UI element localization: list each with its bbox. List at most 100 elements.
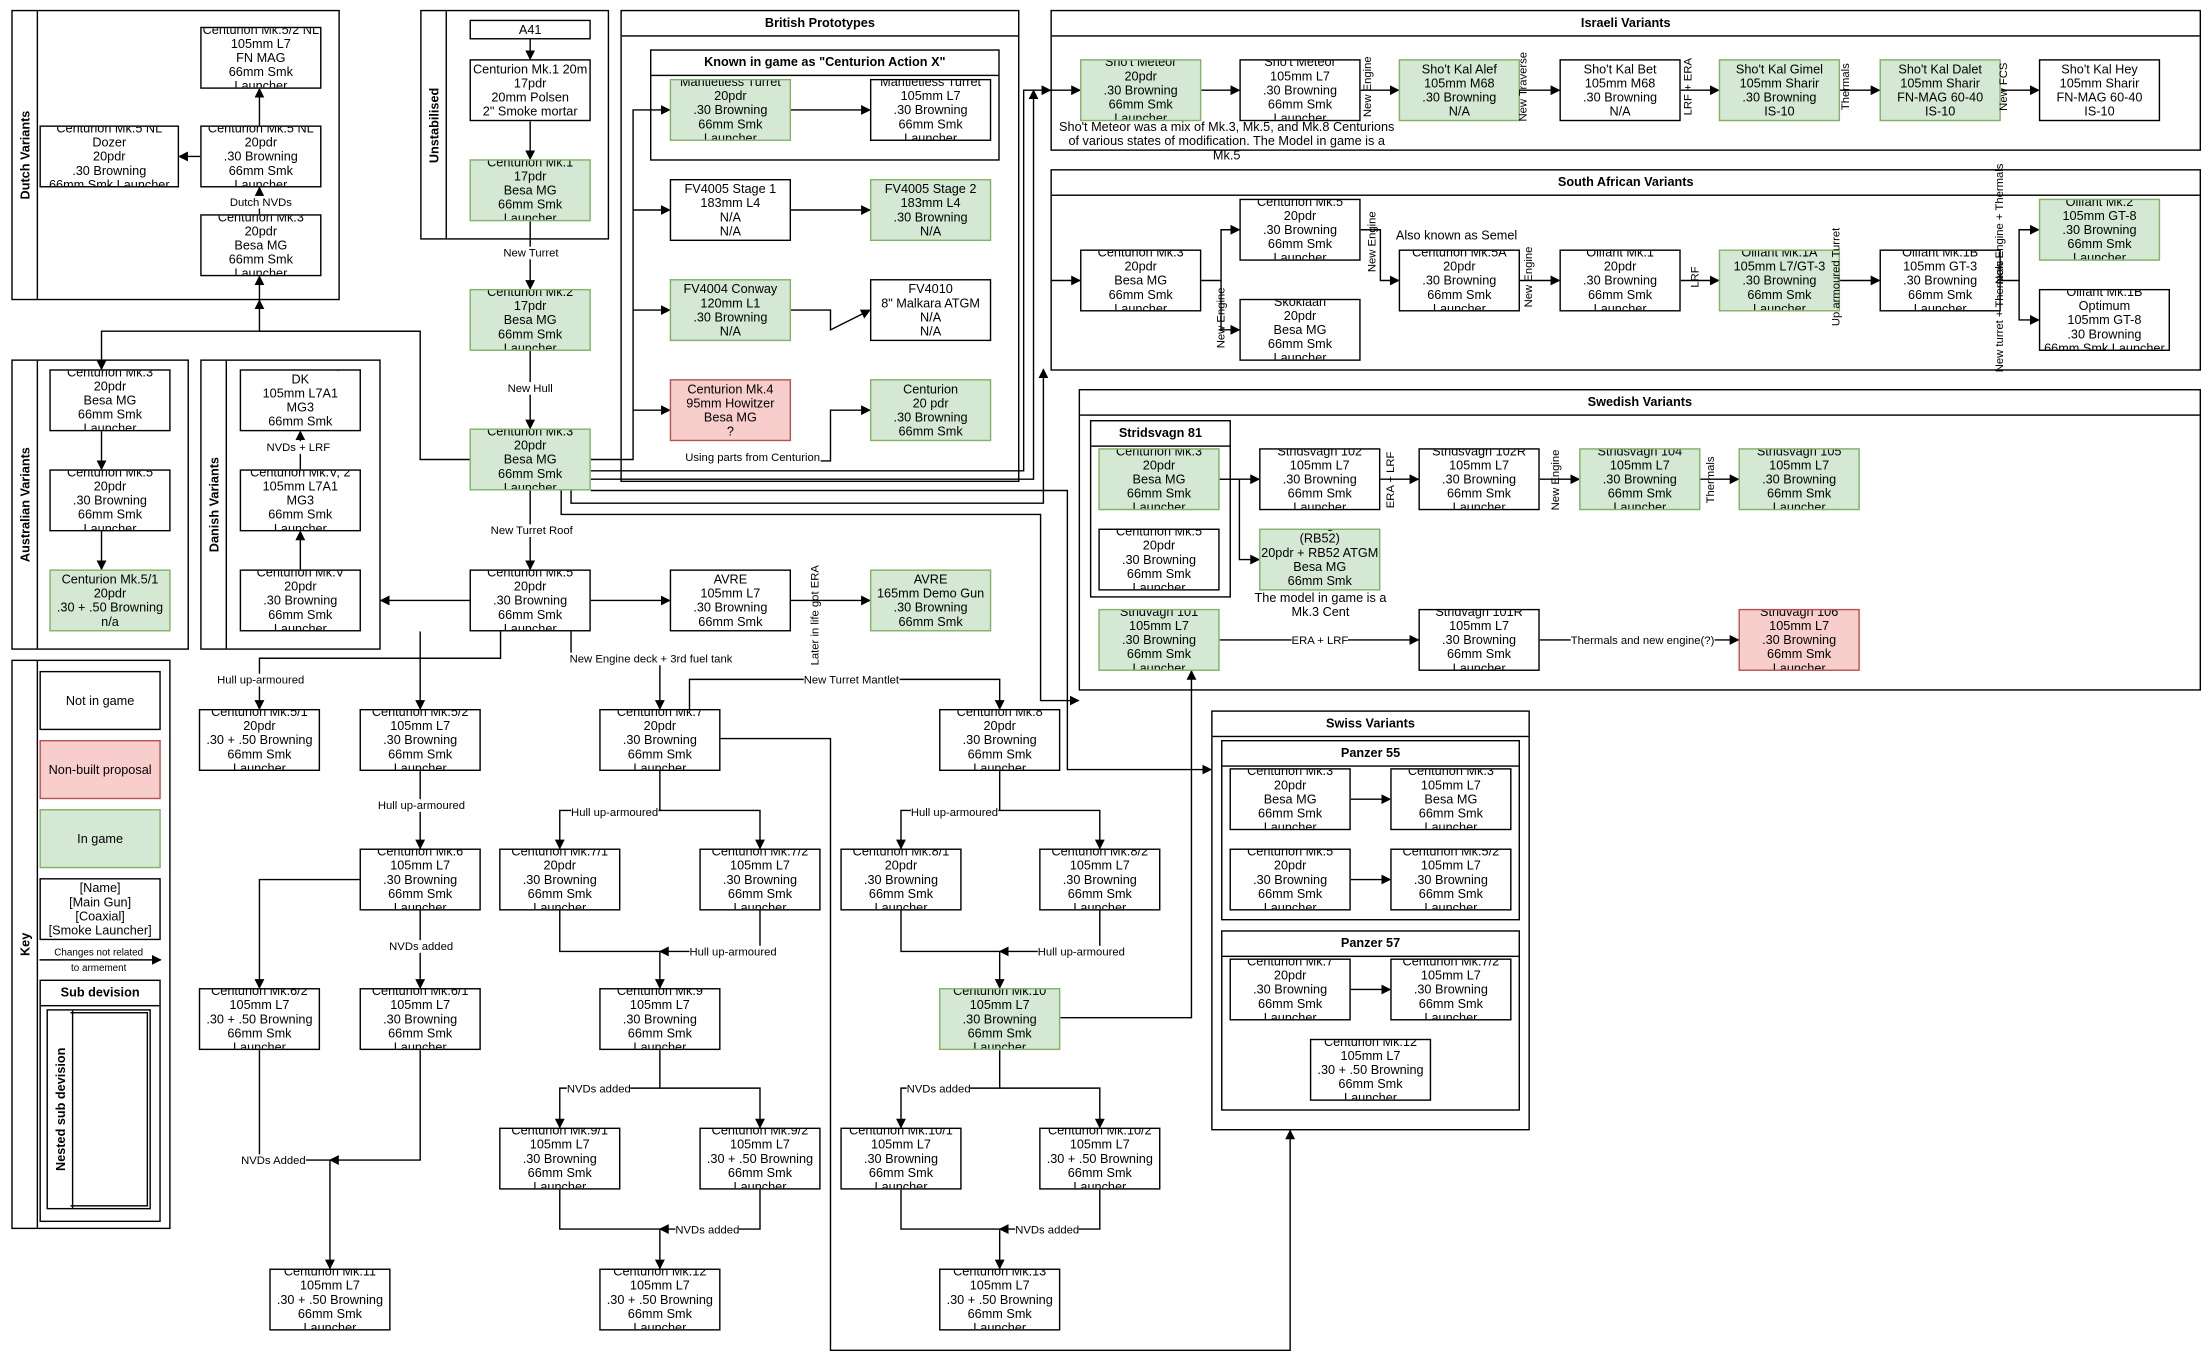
edge-label: Hull up-armoured [377,799,466,812]
variant-node-strv81rb: Stridsvagn 81 (RB52)20pdr + RB52 ATGMBes… [1259,528,1381,591]
node-line: 105mm L7 [390,718,451,733]
node-line: Besa MG [703,410,757,425]
node-line: Centurion Mk.5 [487,569,574,580]
node-line: 105mm Sharir [1739,76,1820,91]
edge-label: New Turret [503,246,559,260]
group-unstabilised: Unstabilised [420,9,610,240]
node-line: IS-10 [1764,104,1795,119]
node-line: N/A [719,210,741,225]
node-line: Sho't Meteor [1264,59,1336,70]
node-line: 165mm Demo Gun [876,586,985,601]
node-line: Sho't Kal Bet [1583,62,1657,77]
node-line: MG3 [286,400,315,415]
group-british-prototypes: British Prototypes [620,9,1020,483]
group-panzer-55: Panzer 55 [1221,739,1520,921]
node-line: Besa MG [503,452,557,467]
node-line: Besa MG [1114,273,1168,288]
connector-arrow [254,299,421,332]
node-line: 105mm L7 [1069,1137,1130,1152]
group-israeli-variants: Israeli Variants [1050,9,2202,151]
edge-label: New Engine deck + 3rd fuel tank [569,652,733,666]
node-line: 66mm Smk Launcher [698,614,763,631]
node-line: 66mm Smk Launcher [898,424,963,440]
node-line: 20pdr [513,579,547,594]
node-line: 105mm L7 [390,997,451,1013]
node-line: Stridsvagn 105 [1756,448,1842,459]
node-line: 105mm M68 [1424,76,1495,91]
node-line: 66mm Smk Launcher [498,466,563,491]
node-line: 105mm GT-8 [2062,208,2137,223]
node-line: N/A [920,224,942,239]
node-line: Centurion Mk.5/2 [1402,848,1500,859]
node-line: 66mm Smk Launcher [898,614,963,631]
node-line: 20pdr [1273,858,1307,873]
group-title: Swiss Variants [1212,712,1529,738]
node-line: 20pdr [714,88,747,103]
node-line: 66mm Smk Launcher [388,1026,453,1051]
connector-arrow [999,1087,1105,1129]
node-line: Olifant Mk.2 [2065,198,2134,209]
connector-arrow [570,368,1049,504]
node-line: Centurion Mk.8/1 [852,848,950,859]
node-line: 20pdr [643,718,677,733]
node-line: .30 Browning [1422,90,1497,105]
connector-arrow [659,809,765,850]
edge-label: New Hull [507,381,553,395]
node-line: Centurion Mk.13 [953,1268,1047,1279]
node-line: Centurion Mk.3 [1097,249,1184,260]
node-line: FN MAG [236,50,286,65]
node-line: 66mm Smk Launcher [1418,996,1483,1021]
node-line: .30 Browning [622,732,697,748]
node-line: 66mm Smk Launcher [1267,336,1333,361]
node-line: Besa MG [1273,322,1327,337]
connector-arrow [1220,280,1241,335]
node-line: 66mm Smk Launcher [1767,646,1832,671]
node-line: 105mm L7/GT-3 [1733,259,1826,274]
group-dutch-variants: Dutch Variants [11,9,340,301]
node-line: Sho't Meteor [1104,59,1177,70]
connector-arrow [254,631,502,710]
group-swedish-variants: Swedish Variants [1078,389,2202,691]
node-line: 66mm Smk Launcher [1908,287,1973,312]
node-line: FN-MAG 60-40 [1897,90,1984,105]
node-line: 20pdr + RB52 ATGM [1261,545,1379,560]
key-in-game: In game [39,809,161,869]
connector-arrow [590,105,671,461]
node-line: 66mm Smk Launcher [498,607,563,632]
node-line: 66mm Smk Launcher [1446,486,1512,511]
node-line: 20 pdr [912,396,949,411]
node-line: N/A [719,224,741,239]
node-line: Centurion Mk.5 NL [207,125,314,136]
node-line: 66mm Smk Launcher [1267,236,1333,261]
node-line: .30 Browning [383,1012,458,1027]
node-line: Centurion Mk.6/1 [371,988,469,998]
variant-node-a41: A41 [469,19,591,40]
node-line: 20pdr [244,135,278,150]
node-line: Centurion Mk.6/2 [211,988,308,998]
node-line: Centurion Mk.10 [953,988,1047,998]
node-line: Centurion Mk.3 [1247,768,1334,779]
node-line: FV4005 Stage 1 [684,181,777,196]
node-line: 66mm Smk Launcher [1418,886,1483,911]
edge-label: Hull up-armoured [217,673,305,687]
node-line: 105mm L7 [1340,1048,1401,1063]
